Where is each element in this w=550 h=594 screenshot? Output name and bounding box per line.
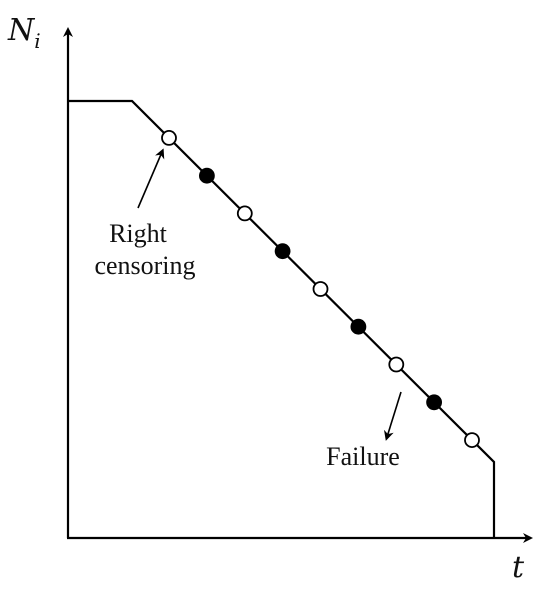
right-censoring-label-line1: Right [109,219,168,248]
failure-label: Failure [326,442,400,471]
failure-arrow [384,391,402,441]
failure-marker [350,318,367,335]
censoring-marker [236,205,253,222]
y-axis-label: Ni [7,13,41,53]
censoring-marker [312,281,329,297]
failure-marker [198,167,215,184]
right-censoring-label-line2: censoring [94,251,195,280]
failure-marker [274,243,291,260]
y-axis-label-subscript: i [34,29,40,53]
failure-marker [426,394,443,411]
right-censoring-arrow [137,148,165,209]
marker-group [161,129,480,449]
censoring-marker [388,356,405,373]
survival-curve [68,99,496,538]
censoring-marker [161,129,177,146]
censoring-marker [464,432,480,449]
x-axis-label: t [512,550,525,585]
